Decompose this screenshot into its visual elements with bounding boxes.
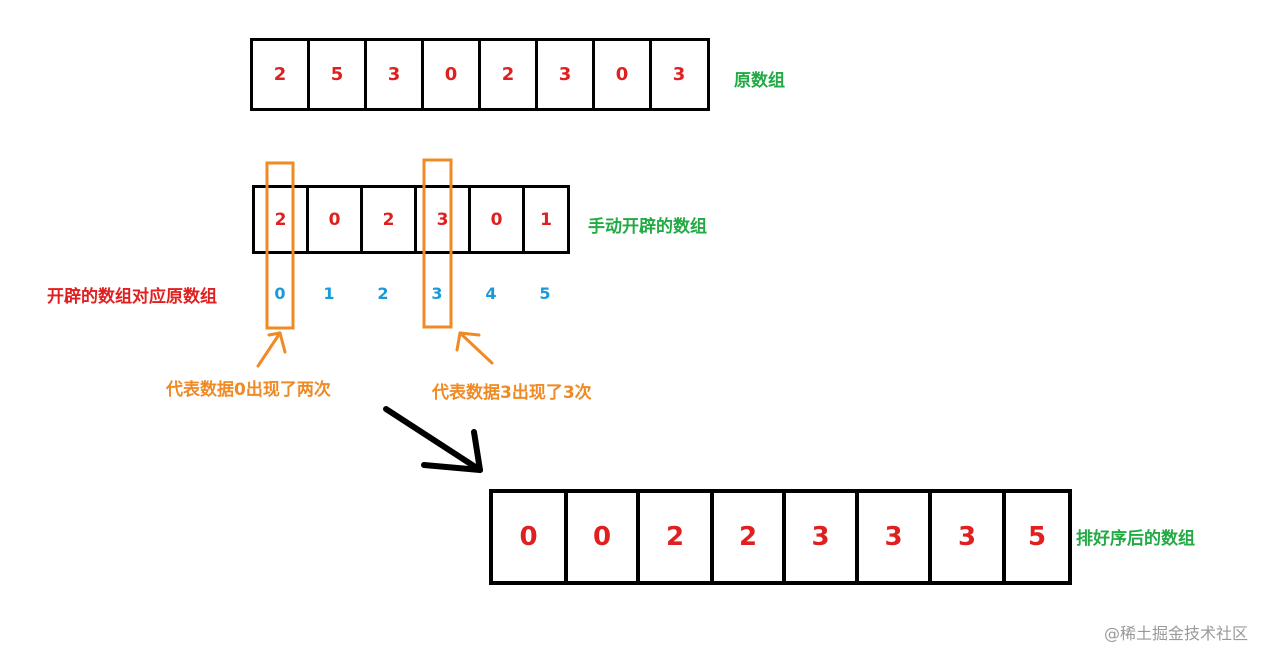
- original-cell: 3: [538, 41, 595, 108]
- sorted-array-label: 排好序后的数组: [1076, 529, 1195, 549]
- black-arrow-down-right: [383, 406, 483, 473]
- index-number: 0: [274, 284, 286, 303]
- original-cell: 2: [481, 41, 538, 108]
- index-number: 2: [377, 284, 389, 303]
- watermark: @稀土掘金技术社区: [1104, 624, 1249, 643]
- count-cell: 2: [255, 188, 309, 251]
- sorted-array: 0 0 2 2 3 3 3 5: [489, 489, 1072, 585]
- sorted-cell: 2: [640, 493, 714, 581]
- orange-arrow-up-right: [455, 331, 494, 365]
- count-cell: 0: [471, 188, 525, 251]
- index-number: 4: [485, 284, 497, 303]
- count-cell: 1: [540, 209, 552, 230]
- sorted-cell: 0: [493, 493, 568, 581]
- index-number: 3: [431, 284, 443, 303]
- original-cell: 3: [672, 64, 686, 85]
- original-cell: 0: [424, 41, 481, 108]
- original-cell: 2: [253, 41, 310, 108]
- sorted-cell: 2: [714, 493, 786, 581]
- sorted-cell: 3: [932, 493, 1006, 581]
- note-three-count: 代表数据3出现了3次: [432, 383, 592, 403]
- index-label: 开辟的数组对应原数组: [47, 287, 217, 307]
- count-array-label: 手动开辟的数组: [588, 217, 707, 237]
- original-cell: 5: [310, 41, 367, 108]
- count-cell: 3: [417, 188, 471, 251]
- index-number: 1: [323, 284, 335, 303]
- count-cell: 2: [363, 188, 417, 251]
- original-array: 2 5 3 0 2 3 0 3: [250, 38, 710, 111]
- index-number: 5: [539, 284, 551, 303]
- count-cell: 0: [309, 188, 363, 251]
- sorted-cell: 0: [568, 493, 640, 581]
- original-array-label: 原数组: [734, 71, 785, 91]
- orange-arrow-up-left: [256, 331, 287, 368]
- note-zero-count: 代表数据0出现了两次: [166, 380, 331, 400]
- original-cell: 3: [367, 41, 424, 108]
- sorted-cell: 3: [786, 493, 859, 581]
- sorted-cell: 5: [1027, 522, 1047, 552]
- count-array: 2 0 2 3 0 1: [252, 185, 570, 254]
- sorted-cell: 3: [859, 493, 932, 581]
- original-cell: 0: [595, 41, 652, 108]
